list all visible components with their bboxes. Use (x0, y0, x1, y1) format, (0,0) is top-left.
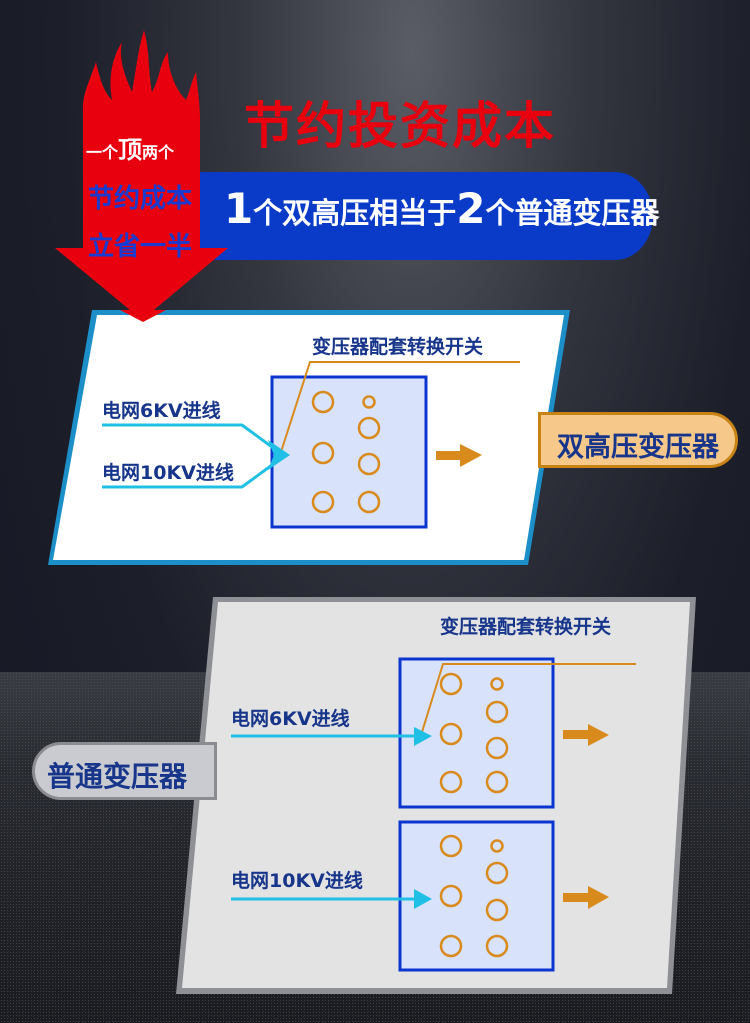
input-10kv-label-dual: 电网10KV进线 (102, 462, 234, 484)
normal-transformer-badge: 普通变压器 (32, 742, 217, 800)
flame-arrow-line3: 立省一半 (88, 232, 193, 262)
input-line-10kv-dual (102, 463, 273, 489)
flame-arrow-line1: 一个顶两个 (86, 130, 174, 165)
output-arrow-6kv (563, 724, 609, 746)
input-6kv-label-normal: 电网6KV进线 (231, 708, 350, 730)
switch-label-normal: 变压器配套转换开关 (440, 616, 612, 638)
flame-arrow-icon (55, 30, 228, 320)
output-arrow-10kv (563, 886, 609, 909)
blue-banner-bar (200, 172, 653, 260)
line1-big: 顶 (118, 136, 143, 164)
flame-arrow-line2: 节约成本 (88, 184, 193, 214)
line1-pre: 一个 (86, 143, 119, 162)
banner-text2: 个普通变压器 (485, 196, 660, 230)
input-10kv-label-normal: 电网10KV进线 (231, 870, 363, 892)
page-title: 节约投资成本 (244, 97, 556, 155)
switch-contacts-6kv (439, 672, 509, 794)
dual-transformer-label: 双高压变压器 (557, 432, 719, 463)
banner-text1: 个双高压相当于 (253, 196, 457, 230)
line1-post: 两个 (142, 143, 175, 162)
switch-label-dual: 变压器配套转换开关 (312, 336, 484, 358)
normal-transformer-label: 普通变压器 (47, 760, 188, 793)
output-arrow-dual (436, 444, 482, 467)
cyan-arrowhead-dual (268, 440, 290, 470)
switch-contacts-dual (311, 390, 381, 514)
switch-leader-line-dual (279, 361, 520, 456)
banner-num1: 1 (224, 184, 254, 233)
switch-leader-line-normal (421, 663, 636, 733)
banner-text: 1个双高压相当于2个普通变压器 (224, 184, 660, 233)
switch-contacts-10kv (439, 834, 509, 958)
input-6kv-label-dual: 电网6KV进线 (102, 400, 221, 422)
switch-box-dual (270, 375, 428, 529)
dual-transformer-badge: 双高压变压器 (538, 412, 738, 468)
input-line-6kv-dual (102, 423, 273, 449)
banner-num2: 2 (456, 184, 486, 233)
